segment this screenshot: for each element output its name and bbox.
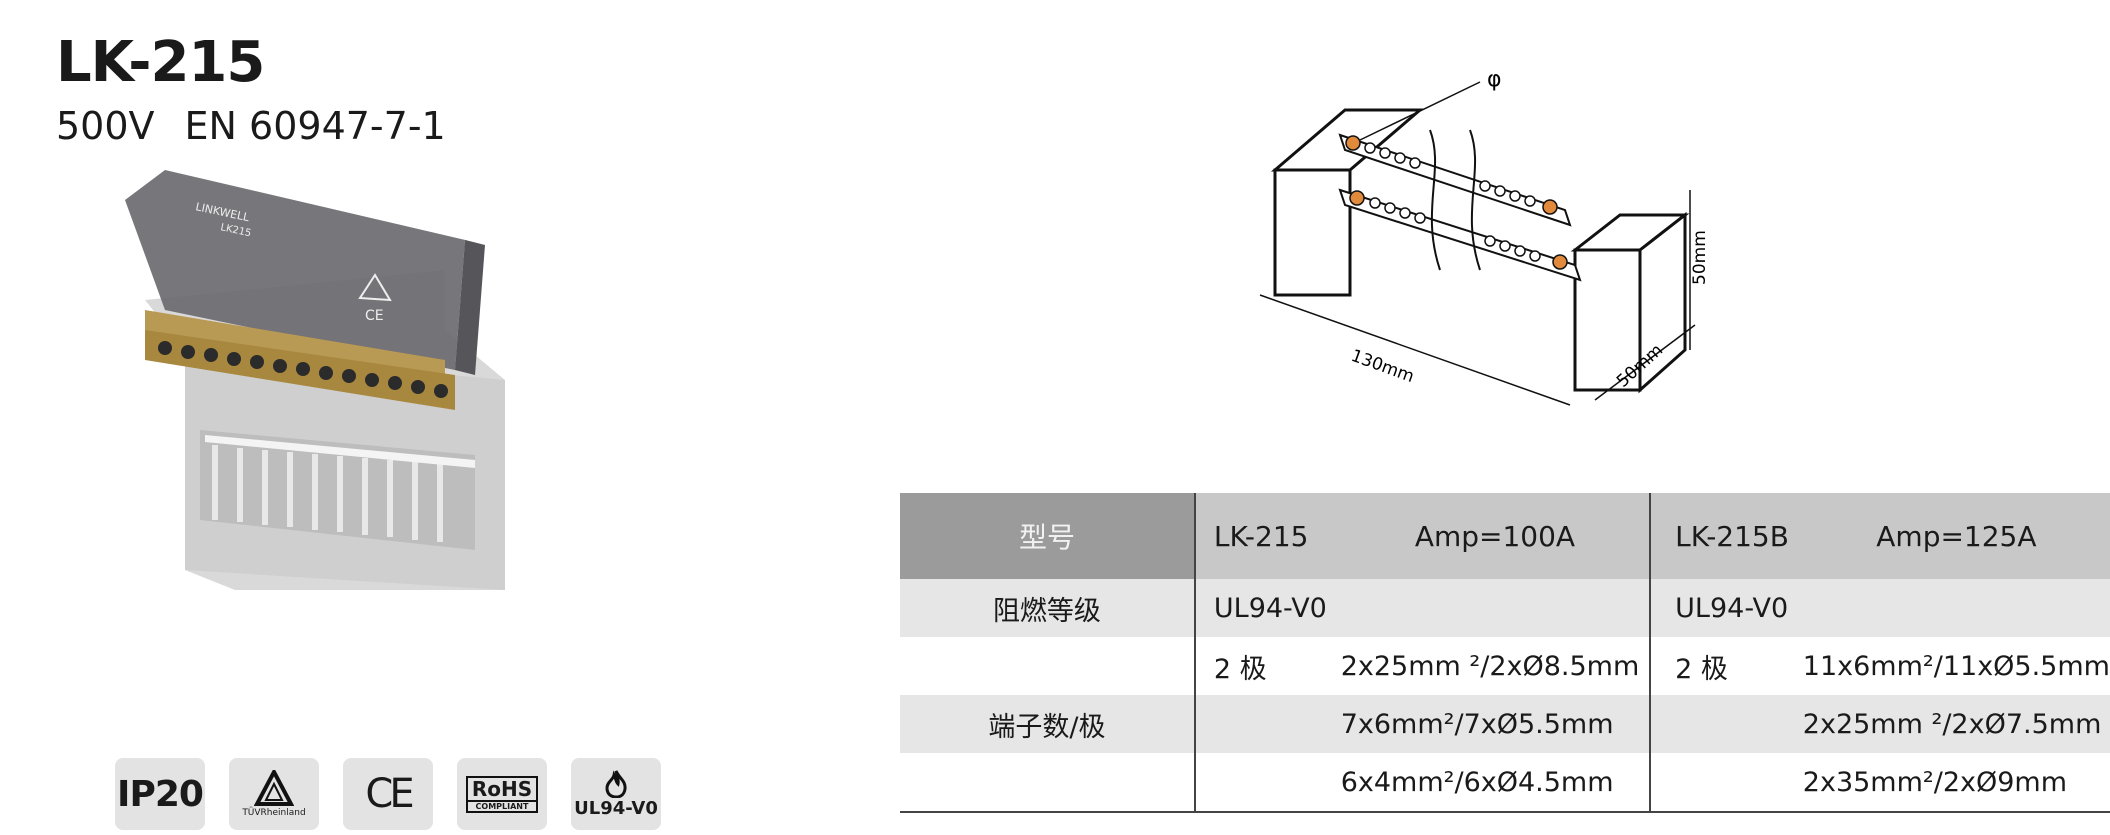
- flame-label: 阻燃等级: [900, 579, 1195, 637]
- terminal-spec-1: 6x4mm²/6xØ4.5mm: [1340, 753, 1651, 813]
- terminal-spec-2: 2x35mm²/2xØ9mm: [1802, 753, 2110, 813]
- model1-amp: Amp=100A: [1340, 493, 1651, 579]
- flame-value-2: UL94-V0: [1649, 579, 2110, 637]
- standard-code: EN 60947-7-1: [184, 104, 446, 148]
- terminal-spec-2: 2x25mm ²/2xØ7.5mm: [1802, 695, 2110, 753]
- terminal-spec-1: 7x6mm²/7xØ5.5mm: [1340, 695, 1651, 753]
- phi-symbol: φ: [1487, 67, 1502, 92]
- poles-2: 2 极: [1649, 637, 1803, 695]
- table-row: 2 极 2x25mm ²/2xØ8.5mm 2 极 11x6mm²/11xØ5.…: [900, 637, 2110, 695]
- table-row: 6x4mm²/6xØ4.5mm 2x35mm²/2xØ9mm: [900, 753, 2110, 813]
- dimension-diagram: φ 130mm 50mm 50mm: [1259, 67, 1710, 406]
- table-row: 端子数/极 7x6mm²/7xØ5.5mm 2x25mm ²/2xØ7.5mm: [900, 695, 2110, 753]
- ip20-icon: IP20: [117, 773, 204, 815]
- terminal-spec-1: 2x25mm ²/2xØ8.5mm: [1340, 650, 1640, 682]
- product-image: LINKWELL LK215 CE: [125, 170, 505, 590]
- ce-badge: CE: [343, 758, 433, 830]
- flame-value-1: UL94-V0: [1193, 579, 1651, 637]
- model2-name: LK-215B: [1649, 493, 1803, 579]
- certification-badges: IP20 TÜVRheinland CE RoHS COMPLIANT UL94…: [115, 758, 661, 830]
- ul94-badge: UL94-V0: [571, 758, 661, 830]
- table-header-row: 型号 LK-215 Amp=100A LK-215B Amp=125A: [900, 493, 2110, 579]
- ul94-label: UL94-V0: [574, 797, 658, 819]
- product-title: LK-215: [56, 30, 265, 95]
- product-subtitle: 500V EN 60947-7-1: [56, 104, 476, 148]
- model-header: 型号: [900, 493, 1195, 579]
- spec-table: 型号 LK-215 Amp=100A LK-215B Amp=125A 阻燃等级…: [900, 493, 2110, 813]
- flame-icon: [605, 769, 627, 798]
- rohs-icon: RoHS: [471, 776, 533, 801]
- height-dimension: 50mm: [1690, 230, 1710, 285]
- tuv-icon: [254, 770, 294, 806]
- rohs-sub-label: COMPLIANT: [467, 799, 537, 811]
- model1-name: LK-215: [1193, 493, 1341, 579]
- poles-1: 2 极: [1193, 637, 1341, 695]
- rohs-badge: RoHS COMPLIANT: [457, 758, 547, 830]
- length-dimension: 130mm: [1348, 346, 1416, 387]
- terminal-label: 端子数/极: [900, 695, 1195, 753]
- ip20-badge: IP20: [115, 758, 205, 830]
- voltage-rating: 500V: [56, 104, 155, 148]
- tuv-badge: TÜVRheinland: [229, 758, 319, 830]
- ce-icon: CE: [365, 771, 414, 817]
- terminal-spec-2: 11x6mm²/11xØ5.5mm: [1802, 650, 2110, 682]
- table-row: 阻燃等级 UL94-V0 UL94-V0: [900, 579, 2110, 637]
- model2-amp: Amp=125A: [1802, 493, 2110, 579]
- tuv-label: TÜVRheinland: [242, 808, 306, 818]
- svg-text:CE: CE: [365, 308, 384, 324]
